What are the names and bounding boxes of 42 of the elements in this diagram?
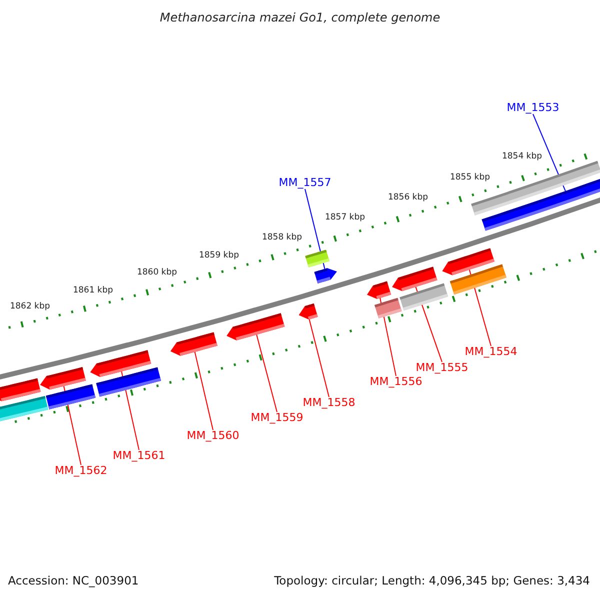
gene-feature (170, 332, 218, 356)
gene-feature (298, 303, 318, 320)
scale-label: 1858 kbp (262, 233, 302, 243)
gene-feature (374, 298, 402, 318)
accession-text: Accession: NC_003901 (8, 574, 139, 588)
gene-label: MM_1556 (370, 376, 422, 388)
gene-feature (450, 264, 507, 295)
gene-label: MM_1555 (416, 362, 468, 374)
gene-label: MM_1561 (112, 450, 166, 462)
gene-label: MM_1560 (186, 430, 240, 442)
leader-line (256, 334, 278, 412)
gene-feature (40, 367, 86, 390)
gene-label: MM_1557 (278, 176, 332, 190)
leader-line (194, 351, 214, 430)
gene-feature (305, 250, 330, 268)
leader-line (308, 318, 330, 398)
scale-label: 1857 kbp (324, 213, 366, 223)
gene-label: MM_1553 (506, 102, 560, 114)
genome-info-text: Topology: circular; Length: 4,096,345 bp; Genes: 3,434 (274, 574, 590, 588)
scale-label: 1859 kbp (198, 251, 240, 261)
gene-feature (0, 378, 41, 402)
gene-label: MM_1559 (250, 412, 304, 424)
scale-label: 1862 kbp (10, 302, 50, 312)
scale-label: 1860 kbp (136, 268, 178, 278)
scale-label: 1855 kbp (450, 173, 490, 183)
scale-label: 1854 kbp (502, 152, 542, 162)
gene-label: MM_1554 (464, 346, 518, 358)
gene-feature (314, 268, 337, 284)
leader-line (532, 114, 566, 192)
gene-feature (392, 266, 438, 292)
gene-feature (96, 367, 162, 397)
gene-feature (0, 396, 48, 422)
gene-feature (226, 313, 285, 340)
gene-label: MM_1558 (302, 396, 356, 410)
gene-feature (46, 384, 96, 410)
gene-feature (366, 281, 392, 299)
gene-label: MM_1562 (54, 464, 108, 478)
leader-line (304, 188, 326, 270)
scale-label: 1856 kbp (388, 193, 428, 203)
gene-feature (400, 283, 448, 311)
title: Methanosarcina mazei Go1, complete genome (160, 11, 440, 25)
scale-label: 1861 kbp (72, 286, 114, 296)
